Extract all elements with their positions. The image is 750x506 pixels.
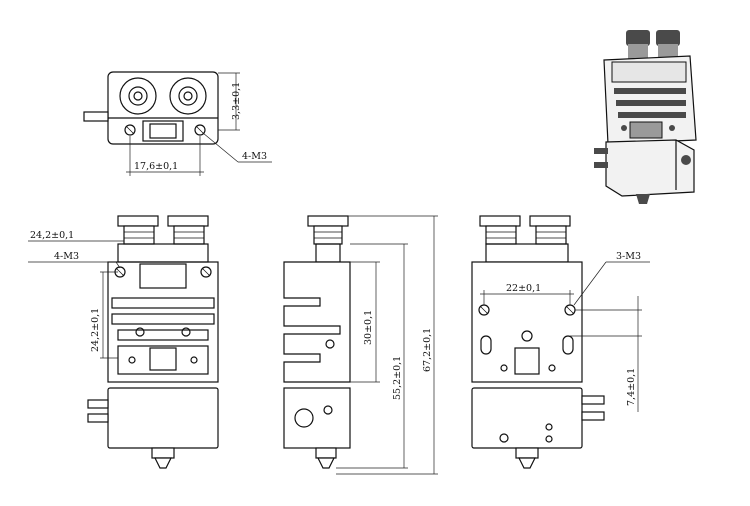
- side-view: [283, 215, 351, 469]
- front-view: [87, 215, 219, 469]
- dim-rear-offset: 7,4±0,1: [626, 368, 637, 406]
- isometric-view: [594, 30, 697, 204]
- dim-top-horizontal: 17,6±0,1: [134, 161, 178, 172]
- top-view: [83, 71, 219, 145]
- dim-rear-thread: 3-M3: [616, 251, 641, 262]
- dim-front-thread: 4-M3: [54, 251, 79, 262]
- dim-top-thread: 4-M3: [242, 151, 267, 162]
- dim-side-middle: 55,2±0,1: [392, 356, 403, 400]
- dim-top-vertical: 3,3±0,1: [231, 82, 242, 120]
- dim-side-overall: 67,2±0,1: [422, 328, 433, 372]
- rear-view: [471, 215, 605, 469]
- side-view-dimensions: 30±0,1 55,2±0,1 67,2±0,1: [336, 215, 438, 475]
- dim-front-top-width: 24,2±0,1: [30, 230, 74, 241]
- dim-side-inner: 30±0,1: [363, 310, 374, 345]
- dim-front-side-height: 24,2±0,1: [90, 308, 101, 352]
- front-view-dimensions: 24,2±0,1 4-M3 24,2±0,1: [28, 230, 124, 359]
- dim-rear-spacing: 22±0,1: [506, 283, 541, 294]
- top-view-dimensions: 3,3±0,1 17,6±0,1 4-M3: [126, 72, 272, 176]
- rear-view-dimensions: 3-M3 22±0,1 7,4±0,1: [480, 251, 650, 412]
